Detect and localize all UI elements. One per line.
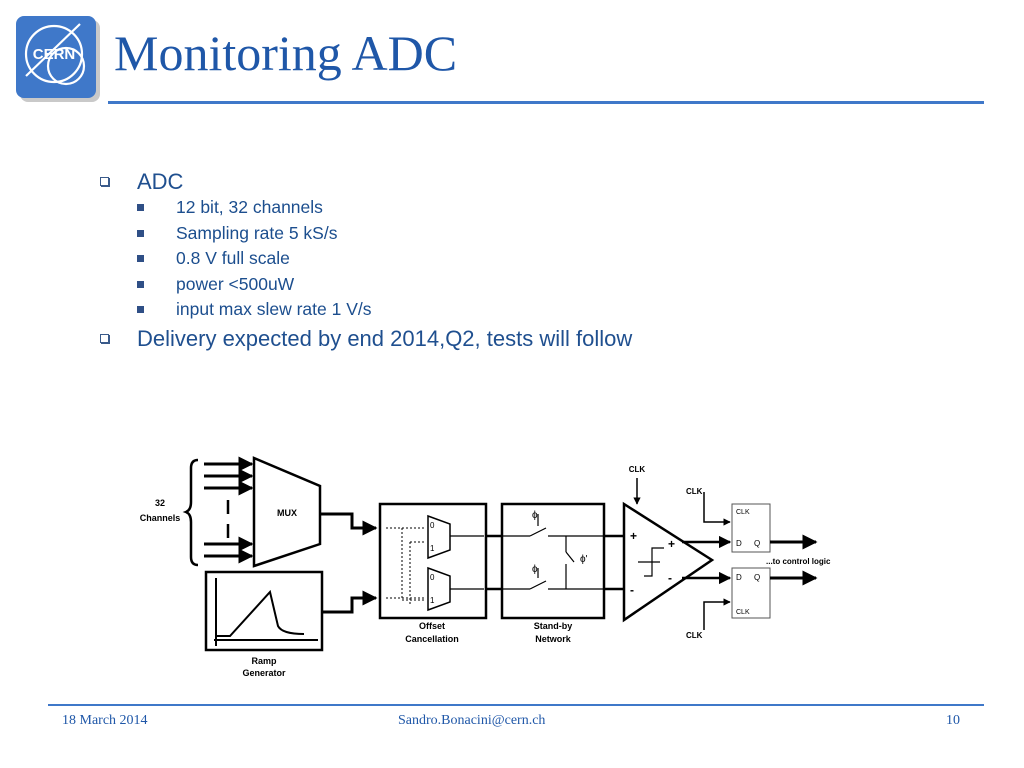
ff-bottom-clk-label: CLK [686, 631, 703, 640]
ff-top-d-pin: D [736, 539, 742, 548]
ff-bottom-clk-wire [703, 598, 731, 630]
ff-top-clk-label: CLK [686, 487, 703, 496]
square-bullet-icon [100, 333, 109, 343]
phi-prime-label: ϕ' [580, 554, 588, 565]
ramp-output-wire [322, 590, 378, 614]
channels-label-line2: Channels [140, 513, 181, 523]
sub-bullet-item: Sampling rate 5 kS/s [100, 221, 980, 247]
sub-bullet-text: input max slew rate 1 V/s [176, 299, 372, 319]
offset-label-line1: Offset [419, 621, 445, 631]
footer-divider [48, 704, 984, 706]
comparator-plus-output: + [668, 537, 675, 551]
adc-block-diagram: 32 Channels MUX Ramp Generator 0 1 0 1 O… [140, 456, 831, 678]
sub-bullet-item: power <500uW [100, 272, 980, 298]
standby-network-block [500, 502, 606, 620]
ramp-label-line2: Generator [242, 668, 286, 678]
channel-input-arrows [204, 456, 254, 564]
comparator-clk-label: CLK [629, 465, 646, 474]
phi-label: ϕ [532, 510, 538, 521]
filled-square-bullet-icon [137, 229, 144, 237]
ff-top-clk-pin: CLK [736, 509, 750, 516]
mux-input-1: 1 [430, 544, 435, 553]
bullet-item: Delivery expected by end 2014,Q2, tests … [100, 325, 980, 352]
ff-bottom-d-pin: D [736, 573, 742, 582]
filled-square-bullet-icon [137, 280, 144, 288]
square-bullet-icon [100, 177, 109, 186]
mux-input-1: 1 [430, 596, 435, 605]
mux-input-0: 0 [430, 521, 435, 530]
ff-top-q-pin: Q [754, 539, 760, 548]
comparator-block [622, 501, 715, 623]
channels-label-line1: 32 [155, 498, 165, 508]
bullet-text: ADC [137, 169, 184, 194]
control-logic-label: ...to control logic [766, 557, 831, 566]
ff-bottom-clk-pin: CLK [736, 609, 750, 616]
footer-date: 18 March 2014 [62, 713, 148, 728]
phi-label: ϕ [532, 564, 538, 575]
slide-title: Monitoring ADC [114, 25, 458, 81]
footer-email: Sandro.Bonacini@cern.ch [398, 713, 546, 728]
offset-mux-top [427, 514, 451, 560]
standby-switches [502, 514, 604, 590]
sub-bullet-text: 0.8 V full scale [176, 248, 290, 268]
sub-bullet-item: 12 bit, 32 channels [100, 195, 980, 221]
ramp-generator-block [204, 570, 324, 652]
offset-label-line2: Cancellation [405, 634, 459, 644]
channels-brace [182, 458, 199, 567]
bullet-list: ADC 12 bit, 32 channels Sampling rate 5 … [100, 168, 980, 352]
mux-output-wire [320, 512, 378, 536]
mux-input-0: 0 [430, 573, 435, 582]
title-divider [108, 101, 984, 104]
ff-top-clk-wire [703, 492, 731, 526]
ramp-label-line1: Ramp [251, 656, 277, 666]
bullet-text: Delivery expected by end 2014,Q2, tests … [137, 325, 633, 351]
filled-square-bullet-icon [137, 204, 144, 211]
ff-bottom-q-pin: Q [754, 573, 760, 582]
sub-bullet-text: power <500uW [176, 273, 295, 294]
flip-flop-bottom [731, 567, 771, 619]
sub-bullet-text: 12 bit, 32 channels [176, 197, 323, 217]
ramp-waveform [214, 578, 318, 646]
flip-flop-top [731, 503, 771, 553]
mux-block [252, 456, 322, 568]
standby-label-line2: Network [535, 634, 572, 644]
standby-label-line1: Stand-by [534, 621, 573, 631]
comparator-minus-output: - [668, 571, 672, 585]
footer-page-number: 10 [946, 713, 960, 728]
filled-square-bullet-icon [137, 306, 144, 313]
comparator-plus-input: + [630, 529, 637, 543]
mux-label: MUX [277, 508, 297, 518]
sub-bullet-text: Sampling rate 5 kS/s [176, 222, 338, 243]
cern-logo: CERN [16, 16, 100, 102]
comparator-minus-input: - [630, 583, 634, 597]
filled-square-bullet-icon [137, 255, 144, 262]
sub-bullet-item: 0.8 V full scale [100, 246, 980, 272]
offset-internal-wiring [386, 527, 426, 604]
bullet-item: ADC [100, 168, 980, 195]
sub-bullet-item: input max slew rate 1 V/s [100, 297, 980, 323]
logo-text: CERN [33, 46, 76, 63]
offset-mux-bottom [427, 566, 451, 612]
comparator-hysteresis-symbol [638, 547, 664, 577]
